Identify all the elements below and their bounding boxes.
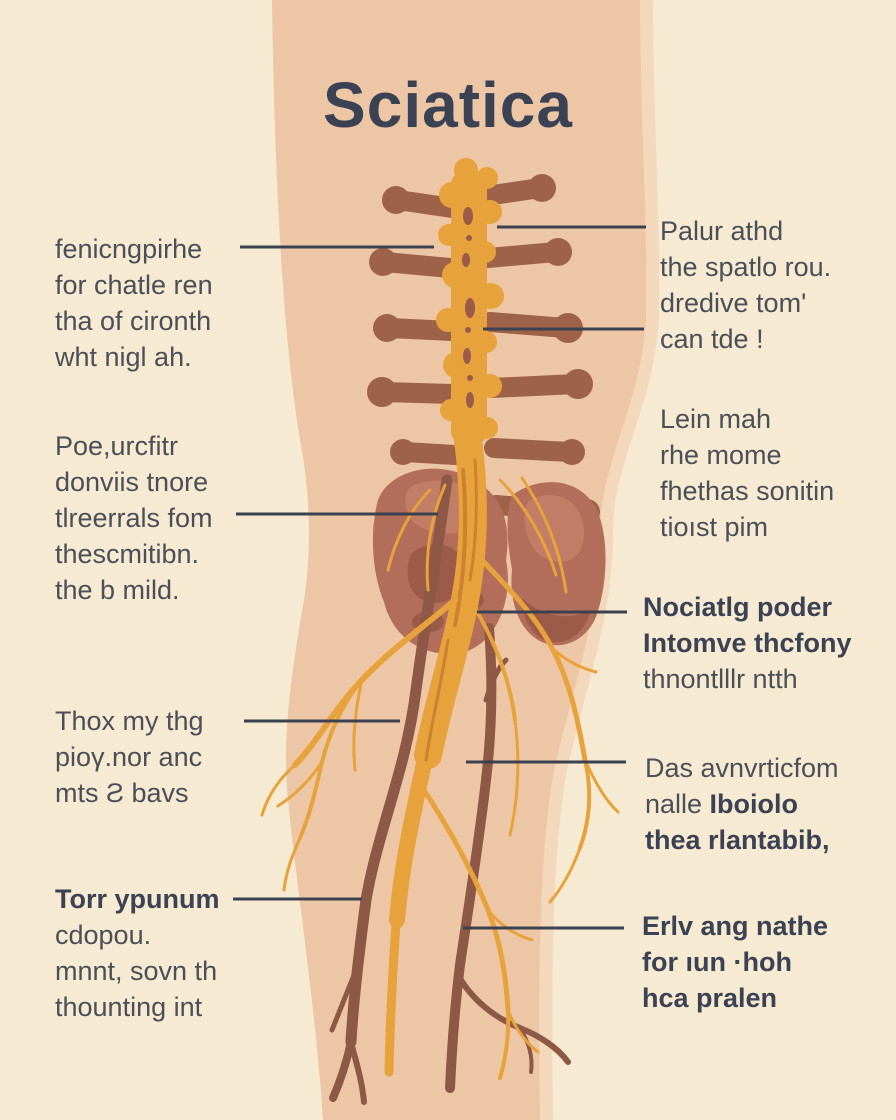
- spine-foramina: [462, 207, 475, 447]
- label-text: nalle Iboiolo: [645, 786, 839, 822]
- label-text: tha of cironth: [55, 306, 212, 336]
- label-right-4: Das avnvrticfom nalle Iboiolo thea rlant…: [645, 750, 839, 858]
- label-text: can tde !: [660, 324, 764, 354]
- label-left-3: Thox my thg pioγ.nor anc mts Ƨ bavs: [55, 703, 204, 811]
- label-right-2: Lein mah rhe mome fhethas sonitin tioıst…: [660, 401, 834, 545]
- label-left-4: Torr ypunum cdopou. mnnt, sovn th thount…: [55, 881, 220, 1025]
- label-text: Das avnvrticfom: [645, 753, 839, 783]
- label-text: Palur athd: [660, 216, 784, 246]
- connector-lines: [233, 225, 646, 930]
- sciatic-nerve-trunk: [384, 426, 487, 1077]
- label-text: thea rlantabib,: [645, 825, 830, 855]
- label-text: pioγ.nor anc: [55, 742, 203, 772]
- nerve-trunk-shading: [424, 458, 478, 762]
- label-text: mts Ƨ bavs: [55, 778, 189, 808]
- label-text: Nociatlg poder: [643, 592, 833, 622]
- label-text: thnontlllr ntth: [643, 664, 798, 694]
- label-text: tlreerrals fom: [55, 503, 213, 533]
- label-text: wht nigl ah.: [55, 342, 192, 372]
- label-text: Intomve thcfony: [643, 628, 852, 658]
- label-text: Thox my thg: [55, 706, 204, 736]
- label-text: for ıun ·hoh: [642, 947, 792, 977]
- label-text: donviis tnore: [55, 467, 209, 497]
- label-text: dredive tom': [660, 288, 807, 318]
- nerve-branches-brown: [329, 474, 571, 1105]
- label-left-2: Poe,urcfitr donviis tnore tlreerrals fom…: [55, 428, 213, 608]
- label-text: fenicngpirhe: [55, 234, 203, 264]
- label-text: Poe,urcfitr: [55, 431, 179, 461]
- label-text: Lein mah: [660, 404, 772, 434]
- label-text: hca pralen: [642, 983, 778, 1013]
- label-text: Iboiolo: [709, 789, 799, 819]
- label-text: the b mild.: [55, 575, 180, 605]
- label-text: cdopou.: [55, 920, 152, 950]
- page-title: Sciatica: [323, 69, 573, 141]
- label-text: rhe mome: [660, 440, 782, 470]
- label-text: Torr ypunum: [55, 884, 220, 914]
- label-right-5: Erlv ang nathe for ıun ·hoh hca pralen: [642, 908, 828, 1016]
- label-text: tioıst pim: [660, 512, 769, 542]
- label-right-3: Nociatlg poder Intomve thcfony thnontlll…: [643, 589, 852, 697]
- label-text: for chatle ren: [55, 270, 213, 300]
- label-text: fhethas sonitin: [660, 476, 835, 506]
- label-text: thounting int: [55, 992, 203, 1022]
- label-text: Erlv ang nathe: [642, 911, 829, 941]
- label-left-1: fenicngpirhe for chatle ren tha of ciron…: [55, 231, 213, 375]
- label-text: mnnt, sovn th: [55, 956, 218, 986]
- label-text: nalle: [645, 789, 710, 819]
- label-text: thescmitibn.: [55, 539, 200, 569]
- label-text: the spatlo rou.: [660, 252, 832, 282]
- label-right-1: Palur athd the spatlo rou. dredive tom' …: [660, 213, 831, 357]
